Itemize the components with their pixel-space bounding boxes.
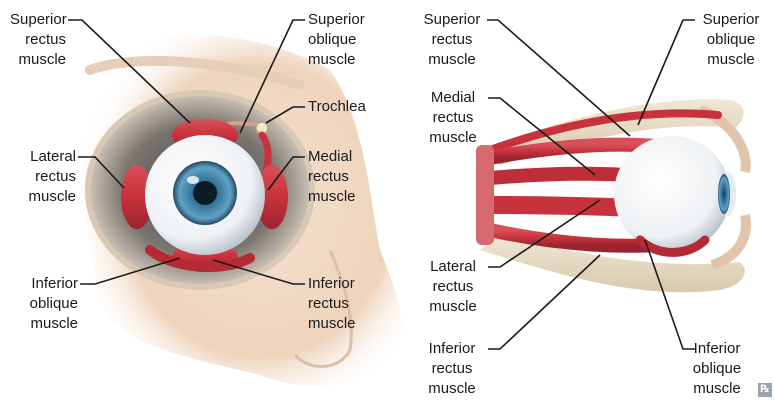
label-line: Inferior bbox=[10, 274, 78, 294]
label-lateral-rectus-right: Lateral rectus muscle bbox=[420, 257, 486, 317]
left-panel-eyeball bbox=[145, 135, 265, 255]
muscle-origin-ring bbox=[476, 145, 494, 245]
label-medial-rectus-left: Medial rectus muscle bbox=[308, 147, 356, 207]
iris-side bbox=[718, 174, 730, 214]
label-inferior-rectus-right: Inferior rectus muscle bbox=[418, 339, 486, 399]
label-lateral-rectus-left: Lateral rectus muscle bbox=[10, 147, 76, 207]
label-line: muscle bbox=[682, 379, 752, 399]
label-medial-rectus-right: Medial rectus muscle bbox=[420, 88, 486, 148]
label-line: muscle bbox=[420, 297, 486, 317]
label-trochlea-left: Trochlea bbox=[308, 97, 366, 117]
label-line: muscle bbox=[10, 50, 66, 70]
label-line: muscle bbox=[308, 50, 365, 70]
label-superior-oblique-right: Superior oblique muscle bbox=[696, 10, 766, 70]
label-superior-rectus-left: Superior rectus muscle bbox=[10, 10, 66, 70]
label-superior-oblique-left: Superior oblique muscle bbox=[308, 10, 365, 70]
label-line: oblique bbox=[308, 30, 365, 50]
label-line: Lateral bbox=[10, 147, 76, 167]
label-superior-rectus-right: Superior rectus muscle bbox=[418, 10, 486, 70]
label-inferior-rectus-left: Inferior rectus muscle bbox=[308, 274, 356, 334]
label-inferior-oblique-right: Inferior oblique muscle bbox=[682, 339, 752, 399]
label-line: Lateral bbox=[420, 257, 486, 277]
label-line: rectus bbox=[420, 108, 486, 128]
eye-highlight bbox=[187, 176, 199, 184]
label-line: rectus bbox=[10, 167, 76, 187]
label-line: rectus bbox=[420, 277, 486, 297]
label-line: muscle bbox=[308, 187, 356, 207]
label-line: Inferior bbox=[418, 339, 486, 359]
pupil bbox=[193, 181, 217, 205]
label-line: muscle bbox=[308, 314, 356, 334]
eyeball-side bbox=[614, 136, 730, 252]
label-line: Superior bbox=[10, 10, 66, 30]
label-line: Medial bbox=[308, 147, 356, 167]
label-line: Trochlea bbox=[308, 97, 366, 117]
label-line: rectus bbox=[308, 294, 356, 314]
label-line: Inferior bbox=[682, 339, 752, 359]
label-line: oblique bbox=[682, 359, 752, 379]
label-line: rectus bbox=[418, 359, 486, 379]
label-line: Superior bbox=[308, 10, 365, 30]
label-line: muscle bbox=[420, 128, 486, 148]
label-line: Superior bbox=[696, 10, 766, 30]
label-line: oblique bbox=[10, 294, 78, 314]
label-line: rectus bbox=[10, 30, 66, 50]
label-inferior-oblique-left: Inferior oblique muscle bbox=[10, 274, 78, 334]
label-line: rectus bbox=[308, 167, 356, 187]
label-line: muscle bbox=[10, 187, 76, 207]
right-panel-eyeball bbox=[614, 136, 736, 252]
label-line: Superior bbox=[418, 10, 486, 30]
label-line: muscle bbox=[696, 50, 766, 70]
rx-logo-icon: ℞ bbox=[758, 383, 772, 397]
label-line: Medial bbox=[420, 88, 486, 108]
label-line: muscle bbox=[418, 50, 486, 70]
label-line: muscle bbox=[10, 314, 78, 334]
label-line: oblique bbox=[696, 30, 766, 50]
label-line: Inferior bbox=[308, 274, 356, 294]
label-line: rectus bbox=[418, 30, 486, 50]
label-line: muscle bbox=[418, 379, 486, 399]
